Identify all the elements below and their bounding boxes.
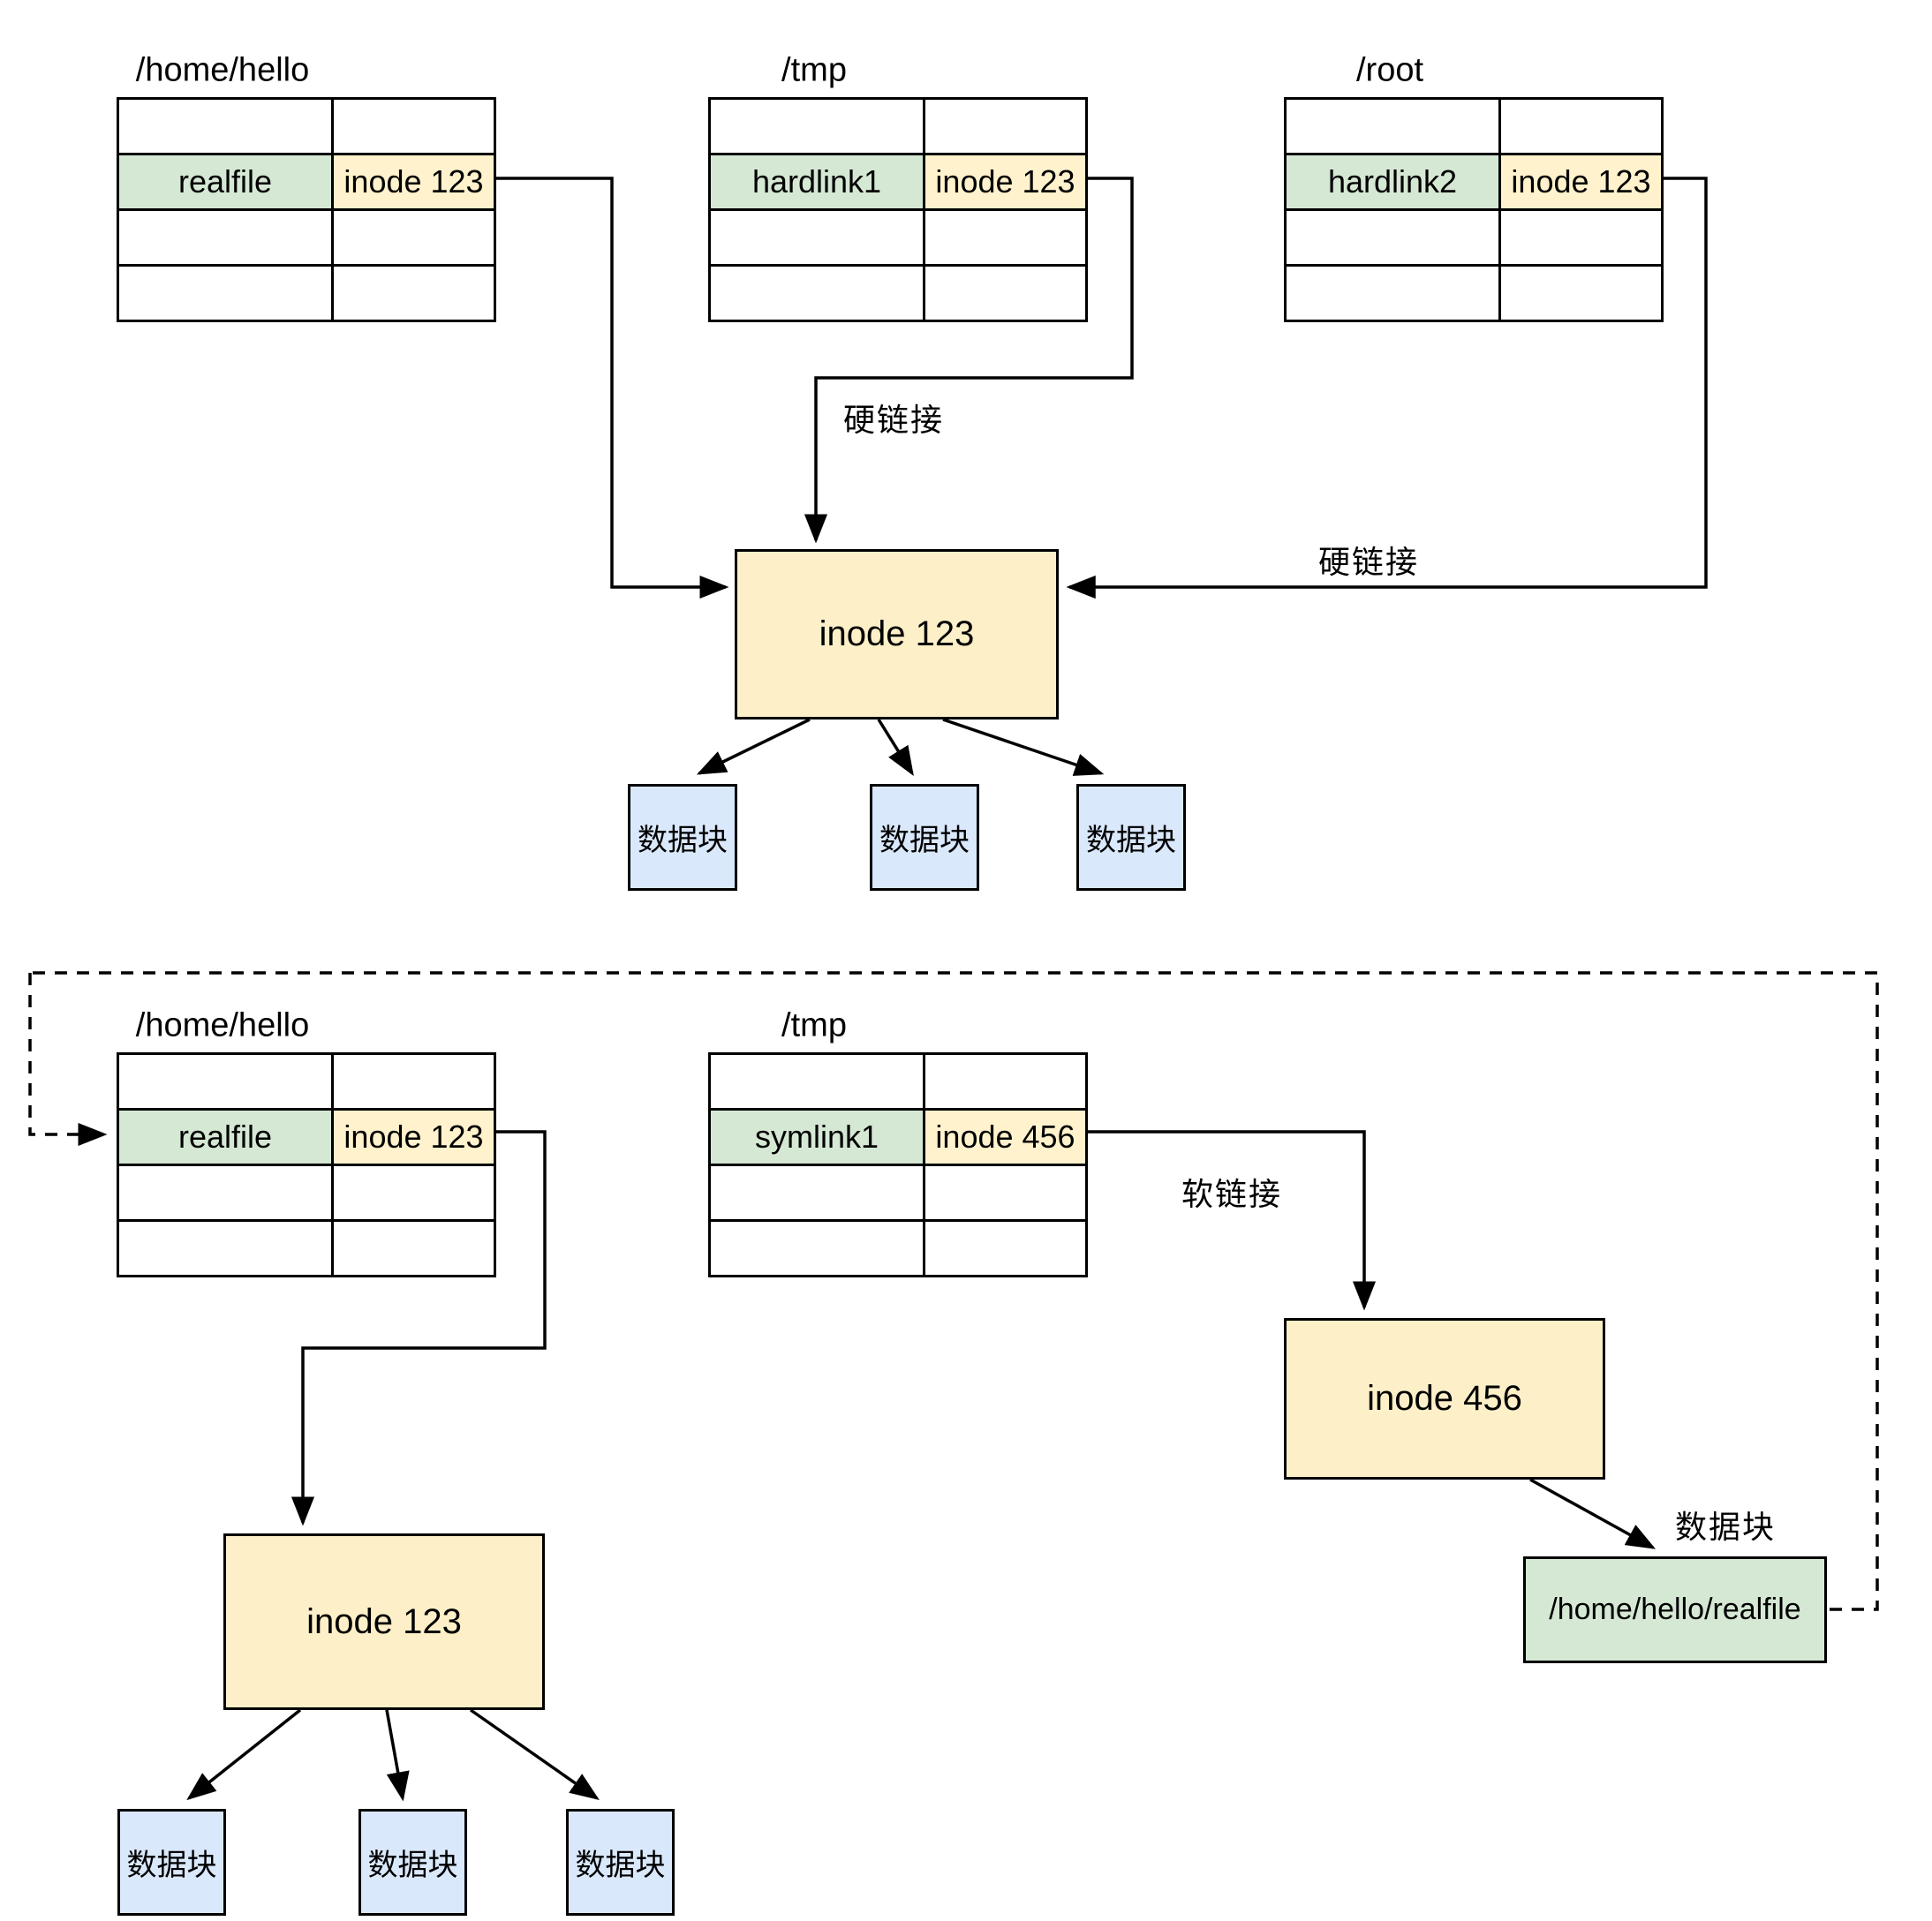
data-block-top-2: 数据块 xyxy=(870,784,979,891)
inode-123-box-bottom: inode 123 xyxy=(223,1533,545,1710)
data-block-top-1: 数据块 xyxy=(628,784,737,891)
entry-inode-cell: inode 123 xyxy=(923,153,1088,211)
softlink-label: 软链接 xyxy=(1177,1169,1287,1215)
inode123-bottom-datablock-edge-1 xyxy=(186,1708,302,1801)
inode123-datablock-edge-3 xyxy=(942,718,1105,776)
target-path-box: /home/hello/realfile xyxy=(1523,1556,1827,1663)
entry-inode-cell: inode 123 xyxy=(1498,153,1664,211)
entry-inode-cell: inode 456 xyxy=(923,1108,1088,1166)
hardlink-edge-from-root xyxy=(1066,177,1708,599)
data-block-top-3: 数据块 xyxy=(1076,784,1186,891)
inode123-datablock-edge-1 xyxy=(696,718,811,775)
dir-table-top-home: realfile inode 123 xyxy=(117,97,496,322)
dir-title-top-root: /root xyxy=(1355,51,1424,89)
entry-name-cell: symlink1 xyxy=(708,1108,925,1166)
data-block-bottom-3: 数据块 xyxy=(566,1809,675,1916)
entry-name-cell: realfile xyxy=(117,153,334,211)
hardlink-edge-from-home xyxy=(488,177,729,599)
hardlink-edge-from-tmp xyxy=(804,177,1134,544)
entry-name-cell: hardlink2 xyxy=(1284,153,1501,211)
inode123-bottom-datablock-edge-2 xyxy=(385,1709,410,1802)
inode-456-box: inode 456 xyxy=(1284,1318,1605,1480)
entry-name-cell: hardlink1 xyxy=(708,153,925,211)
symlink-resolution-dashed-path xyxy=(30,971,1879,1611)
dir-title-bottom-tmp: /tmp xyxy=(781,1006,847,1044)
dir-title-bottom-home: /home/hello xyxy=(135,1006,310,1044)
symlink-resolution-dashed-arrow xyxy=(28,973,108,1147)
inode123-bottom-datablock-edge-3 xyxy=(469,1708,600,1801)
realfile-inode-edge xyxy=(291,1130,547,1526)
inode123-datablock-edge-2 xyxy=(877,719,914,776)
inode-123-box-top: inode 123 xyxy=(735,549,1059,719)
dir-title-top-home: /home/hello xyxy=(135,51,310,89)
hardlink-label-root: 硬链接 xyxy=(1314,537,1423,583)
entry-name-cell: realfile xyxy=(117,1108,334,1166)
dir-table-bottom-home: realfile inode 123 xyxy=(117,1052,496,1277)
hardlink-label-tmp: 硬链接 xyxy=(839,395,948,441)
softlink-edge-from-tmp xyxy=(1080,1130,1377,1311)
entry-inode-cell: inode 123 xyxy=(331,153,496,211)
dir-table-top-tmp: hardlink1 inode 123 xyxy=(708,97,1088,322)
dir-table-bottom-tmp: symlink1 inode 456 xyxy=(708,1052,1088,1277)
inode456-target-edge xyxy=(1529,1478,1657,1549)
entry-inode-cell: inode 123 xyxy=(331,1108,496,1166)
dir-table-top-root: hardlink2 inode 123 xyxy=(1284,97,1664,322)
dir-title-top-tmp: /tmp xyxy=(781,51,847,89)
datablock-edge-label: 数据块 xyxy=(1671,1502,1780,1548)
data-block-bottom-1: 数据块 xyxy=(117,1809,226,1916)
data-block-bottom-2: 数据块 xyxy=(358,1809,467,1916)
